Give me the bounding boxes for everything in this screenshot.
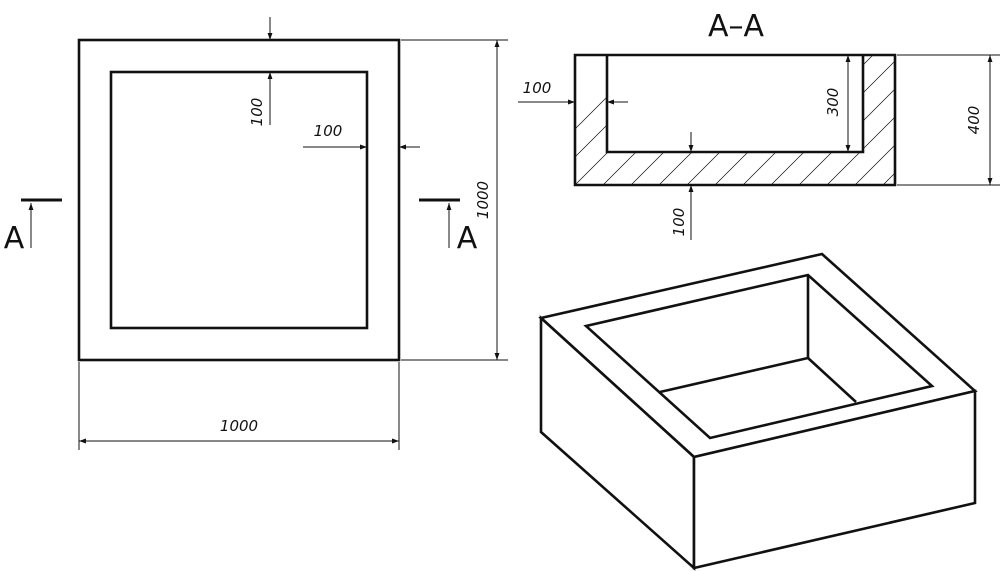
- dimension-inner-depth: 300: [824, 55, 851, 152]
- plan-view: 100 100 1000 1000 A: [4, 17, 508, 450]
- section-letter: A: [4, 221, 25, 256]
- dimension-label: 1000: [220, 417, 258, 435]
- dimension-label: 1000: [474, 181, 492, 219]
- section-marker-right: A: [419, 198, 478, 256]
- section-title: A–A: [708, 9, 765, 44]
- dimension-label: 100: [248, 98, 266, 127]
- dimension-label: 400: [965, 106, 983, 135]
- dimension-wall-top: 100: [248, 17, 273, 127]
- section-letter: A: [457, 221, 478, 256]
- dimension-label: 100: [670, 208, 688, 237]
- section-outer-outline: [573, 53, 897, 187]
- iso-front-face: [692, 389, 977, 570]
- section-marker-left: A: [4, 198, 62, 256]
- dimension-label: 100: [523, 79, 552, 97]
- section-hatching: [575, 55, 895, 185]
- dimension-outer-height: 400: [897, 54, 1000, 186]
- dimension-section-bottom: 100: [670, 132, 694, 240]
- dimension-label: 300: [824, 88, 842, 117]
- dimension-wall-right: 100: [303, 122, 420, 150]
- isometric-view: [538, 252, 978, 571]
- plan-inner-outline: [109, 70, 369, 330]
- plan-outer-outline: [77, 38, 401, 362]
- dimension-section-wall-left: 100: [518, 79, 628, 105]
- dimension-height: 1000: [401, 39, 508, 361]
- iso-opening: [583, 273, 935, 440]
- dimension-label: 100: [314, 122, 343, 140]
- dimension-width: 1000: [78, 362, 400, 450]
- section-view: A–A 100: [518, 9, 1000, 240]
- iso-inner-corner-edge: [807, 357, 857, 403]
